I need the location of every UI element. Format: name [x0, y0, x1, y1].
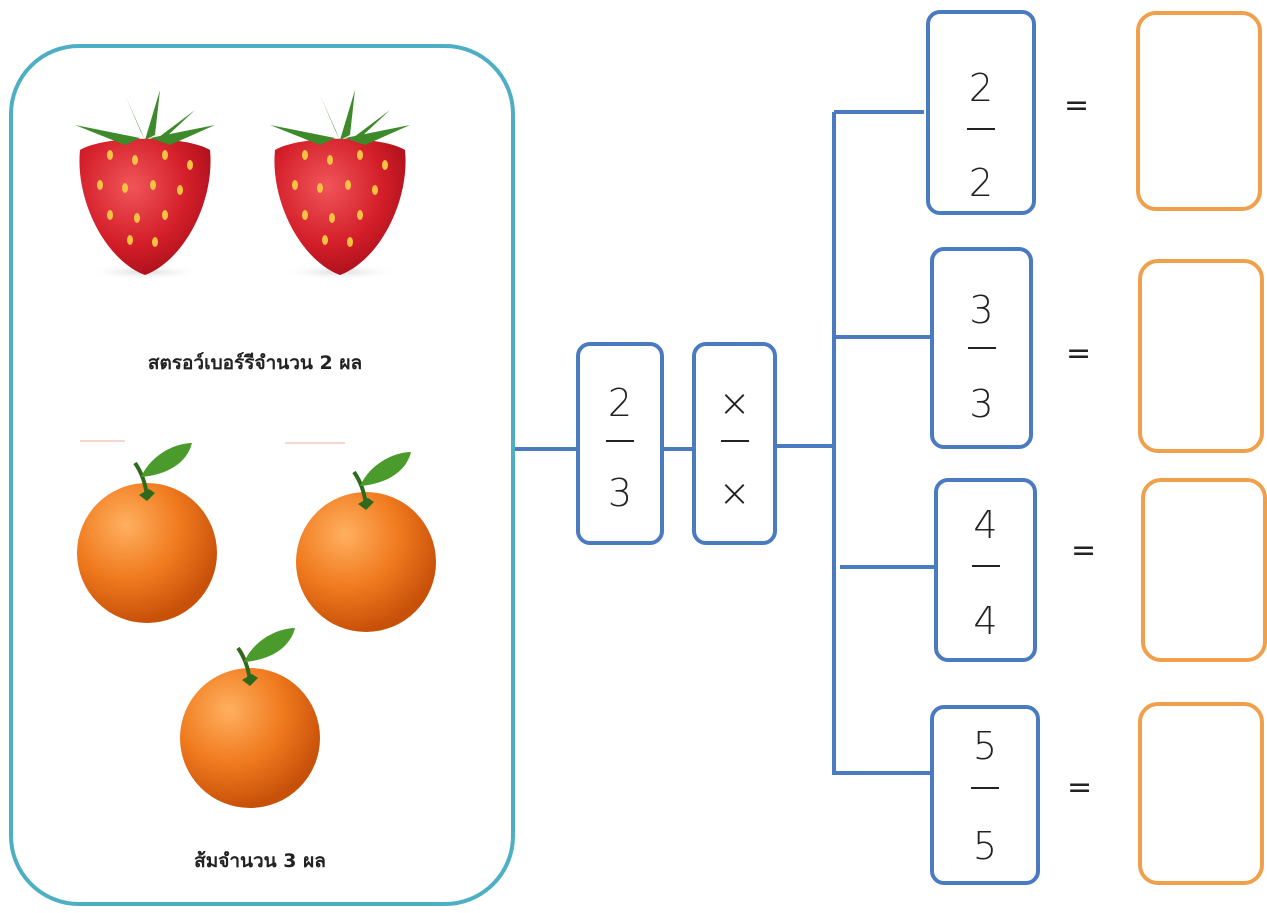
fraction-bar: [971, 565, 1000, 567]
main-fraction-denominator: 3: [607, 471, 633, 515]
strawberry-icon: [75, 90, 215, 280]
multiplier-box: × ×: [692, 342, 777, 545]
multiplier-numerator: ×: [718, 381, 751, 425]
answer-box-4[interactable]: [1138, 702, 1264, 885]
answer-box-3[interactable]: [1141, 478, 1267, 662]
answer-box-2[interactable]: [1138, 259, 1264, 453]
equivalent-numerator-1: 2: [968, 66, 994, 110]
equivalent-numerator-2: 3: [969, 288, 994, 332]
equivalent-numerator-4: 5: [972, 724, 998, 768]
orange-caption: ส้มจำนวน 3 ผล: [194, 850, 326, 872]
equivalent-fraction-box-1: 2 2: [926, 10, 1036, 215]
fraction-bar: [967, 128, 995, 130]
fraction-bar: [606, 440, 634, 442]
fraction-bar: [967, 347, 996, 349]
equivalent-fraction-box-3: 4 4: [934, 478, 1037, 662]
equivalent-denominator-1: 2: [968, 161, 994, 205]
equals-sign-1: =: [1064, 88, 1090, 123]
main-fraction-numerator: 2: [607, 381, 633, 425]
answer-box-1[interactable]: [1136, 11, 1262, 211]
equivalent-denominator-4: 5: [972, 824, 998, 868]
equivalent-fraction-box-4: 5 5: [930, 705, 1040, 885]
strawberry-icon: [270, 90, 410, 280]
fraction-bar: [971, 787, 999, 789]
multiplier-denominator: ×: [718, 471, 751, 515]
orange-icon: [296, 452, 436, 632]
equals-sign-4: =: [1067, 770, 1093, 805]
main-fraction-box: 2 3: [576, 342, 664, 545]
equivalent-denominator-3: 4: [973, 599, 998, 643]
equals-sign-3: =: [1071, 533, 1097, 568]
equivalent-numerator-3: 4: [973, 503, 998, 547]
equals-sign-2: =: [1066, 336, 1092, 371]
fraction-bar: [720, 440, 749, 442]
orange-icon: [77, 443, 217, 623]
strawberry-caption: สตรอว์เบอร์รีจำนวน 2 ผล: [147, 352, 363, 374]
equivalent-denominator-2: 3: [969, 382, 994, 426]
orange-icon: [180, 628, 320, 808]
equivalent-fraction-box-2: 3 3: [930, 247, 1033, 449]
